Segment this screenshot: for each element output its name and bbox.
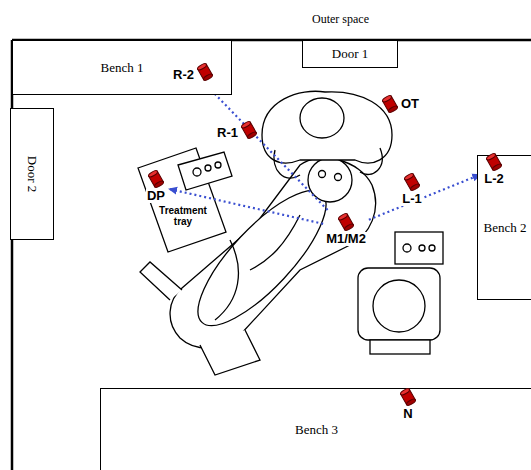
sensor-label: L-2 <box>483 172 505 186</box>
bench-label: Bench 1 <box>101 60 144 76</box>
sensor-marker: N <box>398 387 418 421</box>
area-label: Outer space <box>312 12 369 27</box>
door-label: Door 1 <box>332 46 368 62</box>
bench-label: Bench 2 <box>484 220 527 236</box>
sensor-marker: R-1 <box>216 120 259 140</box>
sensor-label: R-2 <box>172 68 195 82</box>
tray-label: Treatment tray <box>152 205 214 227</box>
sensor-label: M1/M2 <box>325 232 367 246</box>
sensor-label: OT <box>400 97 420 111</box>
sensor-label: L-1 <box>401 192 423 206</box>
patient-arm <box>215 240 238 320</box>
sensor-icon <box>239 120 259 140</box>
sensor-icon <box>398 387 418 407</box>
sensor-marker: R-2 <box>172 62 215 82</box>
sensor-label: DP <box>146 189 166 203</box>
unit-knob <box>403 244 411 252</box>
sensor-marker: M1/M2 <box>325 212 367 246</box>
dentist-head <box>300 98 344 138</box>
sensor-icon <box>402 172 422 192</box>
bench-label: Bench 3 <box>295 422 338 438</box>
patient-eye <box>319 171 326 178</box>
unit-base <box>370 340 430 354</box>
patient-eye <box>335 174 342 181</box>
sensor-marker: DP <box>146 169 166 203</box>
sensor-label: N <box>402 407 413 421</box>
chair-arm <box>140 262 182 300</box>
instrument-holder <box>178 152 232 190</box>
treatment-tray-box: Treatment tray <box>152 202 214 230</box>
patient-arm <box>250 215 300 270</box>
signal-arrow <box>369 174 481 220</box>
unit-knob <box>419 245 425 251</box>
door-label: Door 2 <box>24 156 40 192</box>
signal-arrow <box>205 84 327 210</box>
patient-head <box>308 158 352 202</box>
sensor-marker: L-2 <box>483 152 505 186</box>
left-wall <box>11 40 14 470</box>
door-box: Door 1 <box>302 40 398 68</box>
instrument <box>193 168 201 176</box>
sensor-icon <box>195 62 215 82</box>
dentist-shoulders <box>262 91 392 163</box>
dentist-arm <box>274 150 300 178</box>
dentist-arm <box>360 148 382 175</box>
door-box: Door 2 <box>10 108 54 240</box>
unit-panel <box>395 232 443 264</box>
sensor-marker: L-1 <box>401 172 423 206</box>
sensor-icon <box>380 94 400 114</box>
instrument <box>205 165 211 171</box>
bench-box: Bench 3 <box>100 388 531 470</box>
sensor-marker: OT <box>380 94 420 114</box>
chair-base <box>200 330 260 375</box>
spittoon <box>373 280 425 332</box>
sensor-icon <box>336 212 356 232</box>
sensor-icon <box>484 152 504 172</box>
unit-knob <box>429 245 435 251</box>
dental-unit <box>358 268 440 340</box>
sensor-label: R-1 <box>216 126 239 140</box>
instrument <box>215 162 221 168</box>
sensor-icon <box>146 169 166 189</box>
